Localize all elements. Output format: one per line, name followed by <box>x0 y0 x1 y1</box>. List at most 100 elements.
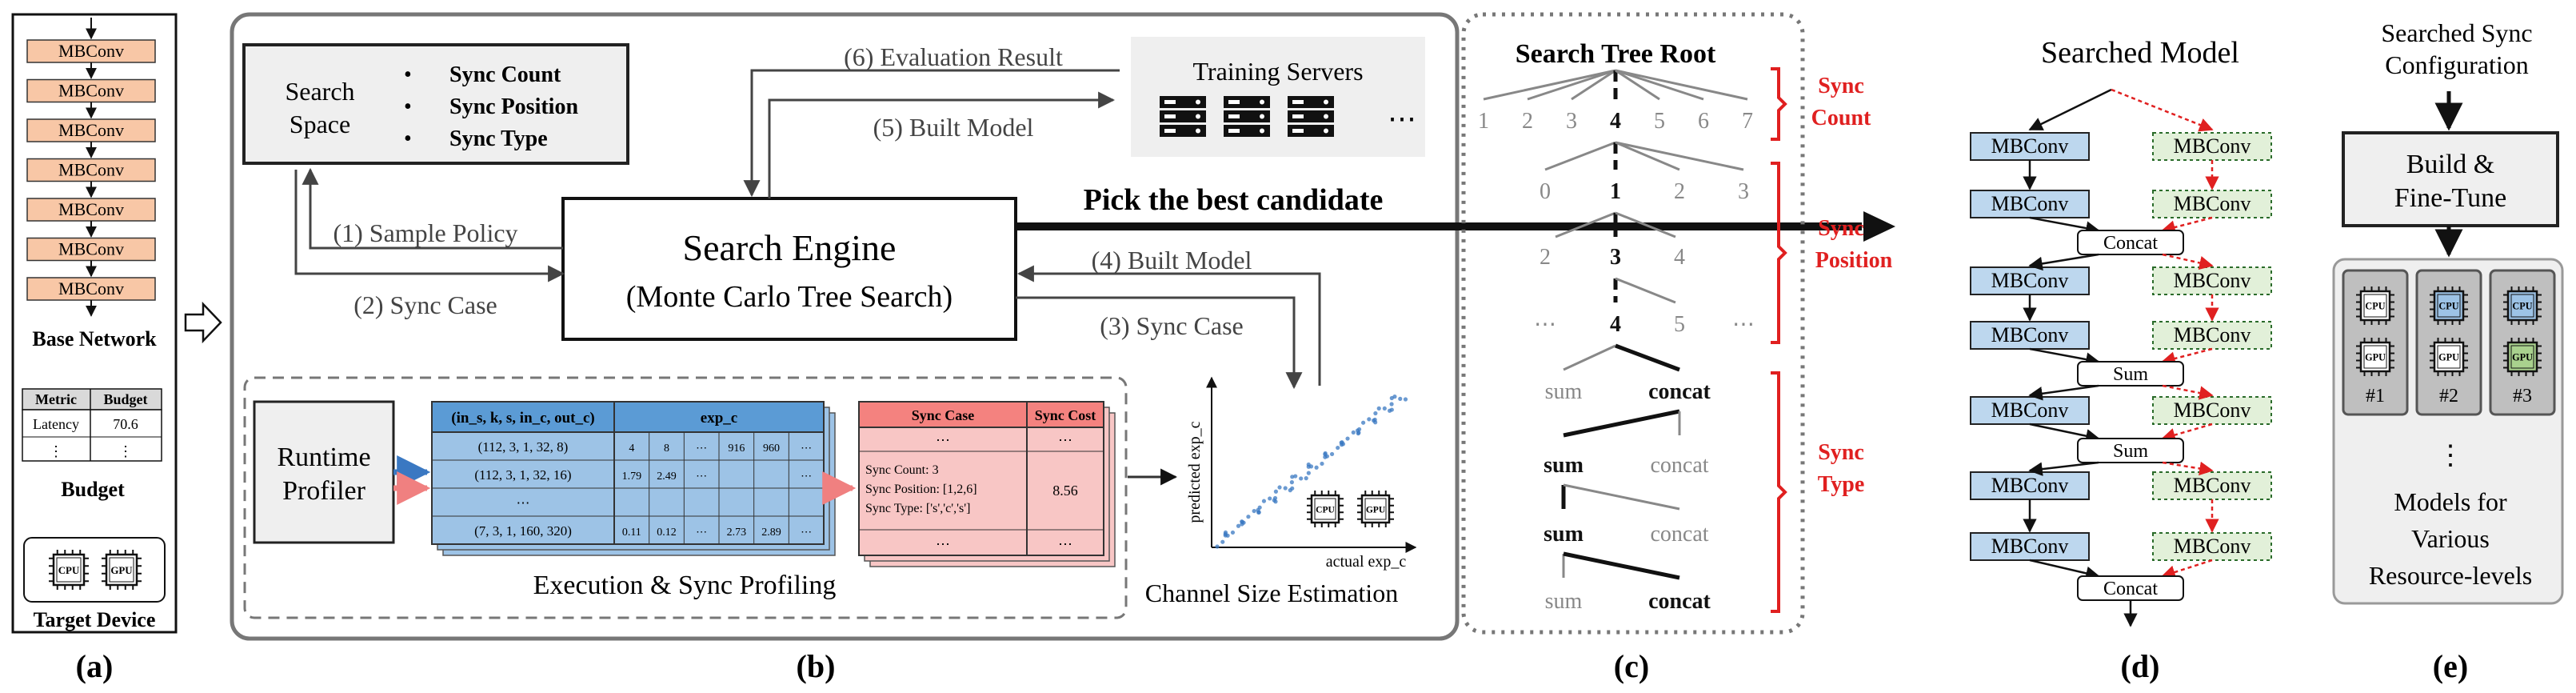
profile-header-left: (in_s, k, s, in_c, out_c) <box>451 410 594 427</box>
chip-label: CPU <box>58 564 80 576</box>
runtime-profiler-label: Runtime <box>277 443 370 472</box>
tree-edge <box>1615 343 1680 372</box>
scatter-point <box>1382 406 1387 411</box>
chip-label: GPU <box>2438 352 2459 363</box>
tree-edge <box>1615 69 1748 101</box>
model-edge <box>2028 384 2099 401</box>
profile-cell: 1.79 <box>622 471 642 483</box>
profile-cell: (112, 3, 1, 32, 16) <box>474 467 571 483</box>
tree-node: ⋯ <box>1534 312 1556 337</box>
scatter-point <box>1230 530 1236 535</box>
mbconv-label: MBConv <box>1991 399 2069 422</box>
server-icons <box>1160 96 1334 137</box>
scatter-point <box>1257 505 1262 510</box>
brace-label: Sync <box>1818 74 1864 98</box>
hollow-arrow-icon <box>184 301 222 344</box>
scatter-point <box>1290 486 1295 491</box>
profile-cell: ⋯ <box>696 443 707 455</box>
build-finetune-box <box>2342 131 2559 227</box>
profile-cell: (112, 3, 1, 32, 8) <box>478 439 569 455</box>
tree-node: concat <box>1648 379 1711 404</box>
tree-edge <box>1563 344 1616 371</box>
scatter-point <box>1367 417 1372 422</box>
sync-dots: ⋯ <box>1058 432 1072 448</box>
mbconv-label: MBConv <box>58 160 124 180</box>
flow-arrows <box>294 69 1321 390</box>
scatter-point <box>1308 464 1314 469</box>
profile-cell: 0.12 <box>657 527 677 539</box>
tree-node: concat <box>1648 589 1711 614</box>
profile-cell: ⋯ <box>517 495 530 511</box>
profile-cell: 2.89 <box>761 527 781 539</box>
profile-cell: 0.11 <box>622 527 641 539</box>
mbconv-label: MBConv <box>1991 192 2069 215</box>
bullet: • <box>404 126 412 151</box>
tree-edge <box>1615 211 1676 238</box>
scatter-point <box>1272 495 1278 501</box>
scatter-point <box>1261 499 1267 503</box>
arrow-label-eval-result: (6) Evaluation Result <box>844 42 1063 71</box>
device-label: #3 <box>2513 386 2532 407</box>
brace-label: Count <box>1811 106 1871 130</box>
search-space-title: Search <box>285 77 354 106</box>
profile-cell: 8 <box>664 443 669 455</box>
mbconv-label: MBConv <box>2174 134 2251 158</box>
tree-edge <box>1615 69 1660 101</box>
brace-label: Type <box>1818 472 1865 497</box>
scatter-point <box>1268 496 1272 501</box>
bullet: • <box>404 62 412 87</box>
search-engine-title: Search Engine <box>683 227 897 268</box>
budget-table: Metric Budget Latency 70.6 ⋮ ⋮ <box>22 388 162 462</box>
chip-label: CPU <box>1316 504 1335 515</box>
mbconv-block <box>26 78 156 103</box>
tree-node: sum <box>1544 522 1584 547</box>
profile-cell: ⋯ <box>801 443 812 455</box>
tree-edge <box>1527 69 1616 101</box>
scatter-point <box>1340 442 1346 447</box>
tree-node: 4 <box>1610 312 1621 337</box>
mbconv-label: MBConv <box>1991 323 2069 346</box>
mbconv-label: MBConv <box>2174 399 2251 422</box>
sync-cost-value: 8.56 <box>1052 483 1078 499</box>
tree-node: concat <box>1650 453 1708 478</box>
profile-header-right: exp_c <box>701 410 737 427</box>
tree-edge <box>1615 277 1676 304</box>
scatter-point <box>1289 480 1294 485</box>
panel-b-frame <box>230 12 1460 641</box>
merge-node <box>2077 361 2184 387</box>
target-device-label: Target Device <box>34 608 156 631</box>
panel-a: MBConvMBConvMBConvMBConvMBConvMBConvMBCo… <box>11 13 178 684</box>
scatter-point <box>1360 420 1366 425</box>
searched-sync-title: Searched Sync <box>2381 18 2532 47</box>
scatter-points <box>1215 395 1408 549</box>
model-edge <box>2161 559 2213 579</box>
tree-edge <box>1615 141 1680 171</box>
mbconv-block <box>26 198 156 222</box>
mbconv-label: MBConv <box>2174 535 2251 558</box>
gpu-chip-icon: GPU <box>2356 338 2394 376</box>
tree-node: 3 <box>1566 109 1577 134</box>
server-icon <box>1224 110 1270 122</box>
scatter-point <box>1293 474 1298 479</box>
tree-edge <box>1555 211 1616 238</box>
mbconv-label: MBConv <box>1991 134 2069 158</box>
search-space-item: Sync Type <box>449 126 548 151</box>
brace-icon <box>1771 67 1787 141</box>
scatter-point <box>1324 454 1329 459</box>
runtime-profiler-label: Profiler <box>282 476 366 506</box>
searched-sync-title: Configuration <box>2385 50 2529 79</box>
arrow-head-icon <box>1863 211 1895 242</box>
budget-header-metric: Metric <box>35 391 77 407</box>
mbconv-block <box>2152 190 2272 218</box>
chip-label: CPU <box>2365 301 2385 312</box>
search-space-item: Sync Position <box>449 94 578 119</box>
tree-node: 5 <box>1654 109 1665 134</box>
chip-label: GPU <box>2365 352 2386 363</box>
tree-node: ⋯ <box>1732 312 1755 337</box>
search-space-item: Sync Count <box>449 62 561 87</box>
merge-label: Concat <box>2103 233 2158 254</box>
tree-node: 2 <box>1674 179 1685 204</box>
